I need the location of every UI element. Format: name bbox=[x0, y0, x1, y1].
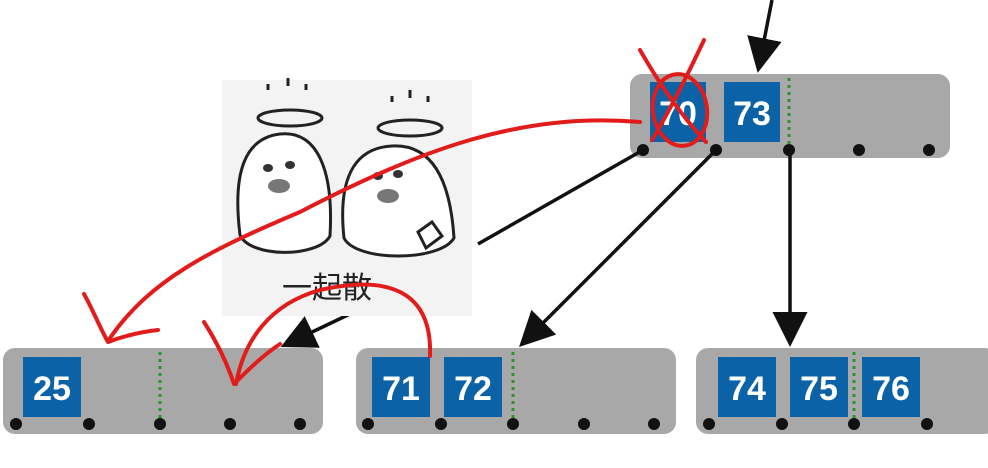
shift-arrow-head bbox=[202, 320, 282, 386]
incoming-edge-arrow bbox=[747, 0, 782, 73]
meme-sticker: 一起散 bbox=[222, 78, 472, 316]
left-pointers bbox=[10, 418, 306, 430]
middle-key-71: 71 bbox=[372, 357, 430, 417]
left-child-node: 25 bbox=[3, 348, 323, 434]
middle-child-node-box bbox=[356, 348, 676, 434]
meme-left-blob-icon bbox=[236, 78, 333, 254]
middle-key-71-label: 71 bbox=[382, 370, 420, 408]
edge-from-parent-left-pointer bbox=[477, 148, 644, 246]
middle-child-node: 71 72 bbox=[356, 348, 676, 434]
middle-pointers bbox=[362, 418, 660, 430]
tree-edges bbox=[280, 0, 808, 348]
right-key-74: 74 bbox=[718, 357, 776, 417]
move-arrow-head bbox=[82, 292, 160, 344]
parent-key-73: 73 bbox=[724, 82, 780, 142]
right-key-76: 76 bbox=[862, 357, 920, 417]
middle-key-72-label: 72 bbox=[454, 370, 492, 408]
right-child-node: 74 75 76 bbox=[696, 348, 988, 434]
left-key-25: 25 bbox=[23, 357, 81, 417]
right-key-75-label: 75 bbox=[800, 370, 838, 408]
left-key-25-label: 25 bbox=[33, 370, 71, 408]
circle-around-70 bbox=[650, 72, 710, 148]
edge-to-middle-child bbox=[519, 148, 718, 347]
edge-to-left-child bbox=[280, 311, 353, 348]
shift-arrow-curve bbox=[234, 282, 433, 386]
right-key-75: 75 bbox=[790, 357, 848, 417]
cross-over-70 bbox=[638, 38, 708, 144]
right-pointers bbox=[703, 418, 933, 430]
right-key-74-label: 74 bbox=[728, 370, 766, 408]
right-key-76-label: 76 bbox=[872, 370, 910, 408]
red-annotations bbox=[82, 38, 710, 386]
parent-key-73-label: 73 bbox=[733, 95, 771, 133]
middle-key-72: 72 bbox=[444, 357, 502, 417]
move-arrow-curve bbox=[108, 118, 642, 340]
left-child-node-box bbox=[3, 348, 323, 434]
